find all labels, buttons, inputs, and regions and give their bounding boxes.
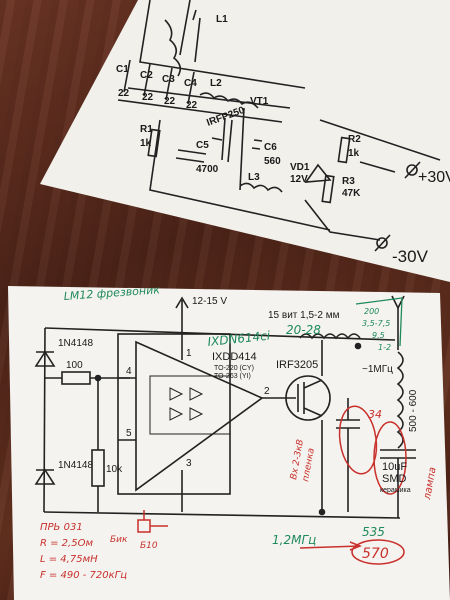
label-l2: L2	[210, 78, 222, 89]
label-pin-5: 5	[126, 428, 132, 439]
label-c2: C2	[140, 70, 153, 81]
r2-resistor	[337, 136, 351, 164]
handwriting-green-r1: 200	[364, 307, 379, 316]
handwriting-red-b8: Бик	[110, 535, 128, 545]
mosfet-irf3205-icon	[285, 375, 331, 421]
red-circle-570	[351, 539, 405, 565]
label-diode-1: 1N4148	[58, 338, 93, 349]
handwriting-green-r2: 3,5-7,5	[362, 319, 390, 328]
red-circle-cap-smd	[373, 421, 407, 495]
handwriting-red-b2: R = 2,5Ом	[40, 538, 93, 549]
label-r1-value: 1k	[140, 138, 152, 149]
label-r3-value: 47K	[342, 188, 361, 199]
top-schematic-wires	[117, 0, 441, 252]
label-c2-value: 22	[142, 92, 154, 103]
handwriting-red-b4: F = 490 - 720кГц	[40, 570, 127, 581]
l2-coil-icon	[199, 92, 259, 109]
label-r2-value: 1k	[348, 148, 360, 159]
handwriting-red-count: 34	[368, 408, 382, 421]
label-cap-smd: SMD	[382, 473, 407, 485]
red-resistor-sketch	[137, 519, 151, 533]
label-c5-value: 4700	[196, 164, 219, 175]
label-l3: L3	[248, 172, 260, 183]
label-vd1: VD1	[290, 162, 310, 173]
driver-internal-block	[149, 375, 231, 435]
bottom-schematic-wires	[34, 295, 416, 519]
secondary-coil-icon	[396, 351, 404, 449]
label-r3: R3	[342, 176, 355, 187]
label-pin-3: 3	[186, 458, 192, 469]
resistor-100	[61, 371, 91, 385]
handwriting-green-coil: 20-28	[286, 323, 321, 337]
label-cap-ceramic: керамика	[380, 487, 411, 494]
r1-resistor	[147, 128, 161, 158]
resistor-10k	[91, 449, 105, 487]
label-c1-value: 22	[118, 88, 130, 99]
label-frequency: ~1МГц	[362, 364, 393, 375]
label-diode-2: 1N4148	[58, 460, 93, 471]
handwriting-red-right: лампа	[422, 466, 439, 501]
label-package-to263: TO-263 (YI)	[214, 373, 251, 380]
label-cap-10uf: 10uF	[382, 461, 407, 473]
plus30-terminal	[406, 164, 418, 176]
handwriting-green-top: LM12 фрезвоник	[63, 283, 160, 303]
l1-coil-icon	[164, 19, 182, 77]
green-pen-marks	[355, 297, 403, 347]
label-c1: C1	[116, 64, 129, 75]
handwriting-535: 535	[362, 525, 385, 539]
minus30-terminal	[376, 237, 388, 249]
label-supply-12-15v: 12-15 V	[192, 296, 227, 307]
label-pin-2: 2	[264, 386, 270, 397]
label-c3: C3	[162, 74, 175, 85]
red-circle-caps	[338, 405, 378, 475]
driver-triangle-icon	[135, 340, 264, 492]
label-c5: C5	[196, 140, 209, 151]
l3-coil-icon	[239, 182, 283, 193]
diode-2-icon	[34, 468, 56, 485]
vd1-zener-icon	[304, 163, 332, 183]
diode-1-icon	[34, 350, 56, 367]
label-plus30v: +30V	[418, 169, 450, 186]
r3-resistor	[321, 174, 335, 204]
label-resistor-100: 100	[66, 360, 83, 371]
handwriting-red-b3: L = 4,75мН	[40, 554, 98, 565]
label-c4-value: 22	[186, 100, 198, 111]
label-coil-turns: 15 вит 1,5-2 мм	[268, 310, 340, 321]
label-c4: C4	[184, 78, 197, 89]
label-vd1-value: 12V	[290, 174, 308, 185]
label-r1: R1	[140, 124, 153, 135]
label-c3-value: 22	[164, 96, 176, 107]
label-vt1: VT1	[250, 96, 269, 107]
red-pen-marks	[137, 405, 407, 565]
label-ixdd414: IXDD414	[212, 351, 257, 363]
label-package-to220: TO-220 (CY)	[214, 365, 254, 372]
label-irf3205: IRF3205	[276, 359, 318, 371]
label-minus30v: -30V	[392, 247, 429, 266]
label-pin-4: 4	[126, 366, 132, 377]
label-c6: C6	[264, 142, 277, 153]
handwriting-570: 570	[362, 546, 389, 562]
label-l1: L1	[216, 14, 228, 25]
label-resistor-10k: 10k	[106, 464, 123, 475]
handwriting-green-r4: 1-2	[378, 343, 391, 352]
coil-15-turns-icon	[299, 333, 361, 340]
handwriting-green-r3: 9,5	[372, 331, 385, 340]
label-c6-value: 560	[264, 156, 281, 167]
label-turns-range: 500 - 600	[408, 389, 419, 432]
handwriting-red-b1: ПРЬ 031	[40, 522, 83, 533]
handwriting-freq-12mhz: 1,2МГц	[272, 533, 316, 547]
label-r2: R2	[348, 134, 361, 145]
handwriting-red-b9: Б10	[140, 541, 158, 551]
label-pin-1: 1	[186, 348, 192, 359]
handwriting-green-chip: IXDN614ci	[207, 328, 272, 349]
